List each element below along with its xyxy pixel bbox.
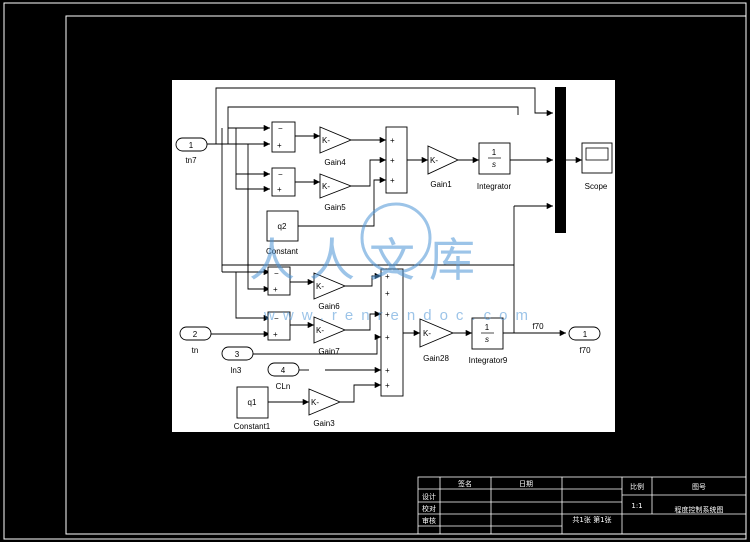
- inport-tn7: 1 tn7: [175, 137, 208, 165]
- svg-text:+: +: [385, 289, 390, 298]
- constant-block: q2 Constant: [266, 210, 299, 256]
- scope-label: Scope: [585, 182, 608, 191]
- svg-text:−: −: [278, 124, 283, 133]
- inport-cln-label: CLn: [276, 382, 291, 391]
- outport-f70: 1 f70: [568, 326, 601, 355]
- svg-text:签名: 签名: [458, 479, 472, 488]
- gain4-label: Gain4: [324, 158, 346, 167]
- svg-text:−: −: [274, 269, 279, 278]
- gain1-block: K- Gain1: [427, 145, 460, 189]
- svg-text:+: +: [385, 333, 390, 342]
- svg-text:日期: 日期: [519, 480, 533, 488]
- svg-text:设计: 设计: [422, 492, 436, 501]
- inport-tn-label: tn: [192, 346, 199, 355]
- gain1-label: Gain1: [430, 180, 452, 189]
- svg-text:q2: q2: [278, 222, 287, 231]
- svg-text:K-: K-: [322, 182, 330, 191]
- svg-text:+: +: [385, 381, 390, 390]
- svg-text:K-: K-: [316, 282, 324, 291]
- gain28-block: K- Gain28: [419, 318, 455, 363]
- gain7-label: Gain7: [318, 347, 340, 356]
- gain5-label: Gain5: [324, 203, 346, 212]
- sum-block-3: − +: [267, 266, 291, 296]
- inner-frame: [65, 15, 747, 535]
- inport-tn-number: 2: [193, 330, 198, 339]
- inport-cln: 4 CLn: [267, 362, 300, 391]
- sum-block-1: − +: [271, 121, 296, 153]
- svg-text:校对: 校对: [422, 504, 436, 513]
- svg-text:+: +: [385, 272, 390, 281]
- constant-label: Constant: [266, 247, 299, 256]
- svg-text:q1: q1: [248, 398, 257, 407]
- svg-text:s: s: [492, 160, 496, 169]
- title-block-text: 签名 日期 比例 图号 设计 校对 审核 1:1 共1张 第1张 程度控制系统图: [422, 479, 724, 525]
- gain6-block: K- Gain6: [313, 272, 347, 311]
- gain6-label: Gain6: [318, 302, 340, 311]
- inport-ln3-number: 3: [235, 350, 240, 359]
- inport-tn7-label: tn7: [185, 156, 197, 165]
- svg-text:K-: K-: [322, 136, 330, 145]
- svg-text:−: −: [274, 314, 279, 323]
- svg-text:+: +: [273, 330, 278, 339]
- svg-text:K-: K-: [430, 156, 438, 165]
- svg-text:s: s: [485, 335, 489, 344]
- svg-text:+: +: [277, 141, 282, 150]
- sum-block-4: − +: [267, 311, 291, 341]
- signal-label-f70: f70: [532, 322, 544, 331]
- gain5-block: K- Gain5: [319, 173, 353, 212]
- gain28-label: Gain28: [423, 354, 449, 363]
- inport-cln-number: 4: [281, 366, 286, 375]
- simulink-diagram: 1 tn7 2 tn 3 ln3 4 CLn 1 f70 f70 −: [172, 80, 615, 432]
- gain4-block: K- Gain4: [319, 126, 353, 167]
- sum-block-5: + + +: [385, 126, 408, 194]
- svg-text:K-: K-: [423, 329, 431, 338]
- svg-text:+: +: [277, 185, 282, 194]
- svg-text:1: 1: [492, 148, 497, 157]
- svg-text:+: +: [385, 366, 390, 375]
- sum-block-6: + + + + + +: [380, 268, 404, 397]
- svg-text:共1张 第1张: 共1张 第1张: [572, 515, 611, 524]
- watermark-url: www.renrendoc.com: [263, 307, 536, 324]
- svg-text:+: +: [390, 156, 395, 165]
- svg-text:1: 1: [485, 323, 490, 332]
- svg-text:比例: 比例: [630, 482, 644, 491]
- inport-ln3-label: ln3: [231, 366, 242, 375]
- outport-f70-label: f70: [579, 346, 591, 355]
- gain7-block: K- Gain7: [313, 316, 347, 356]
- gain3-label: Gain3: [313, 419, 335, 428]
- svg-text:1:1: 1:1: [631, 502, 642, 510]
- sum-block-2: − +: [271, 167, 296, 197]
- svg-text:图号: 图号: [692, 483, 706, 491]
- gain3-block: K- Gain3: [308, 388, 342, 428]
- signal-lines: [207, 87, 582, 406]
- svg-text:+: +: [390, 136, 395, 145]
- constant1-block: q1 Constant1: [234, 386, 271, 431]
- svg-text:程度控制系统图: 程度控制系统图: [675, 505, 724, 514]
- constant1-label: Constant1: [234, 422, 271, 431]
- integrator-label: Integrator: [477, 182, 512, 191]
- integrator-block: 1 s Integrator: [477, 142, 512, 191]
- svg-text:+: +: [273, 285, 278, 294]
- inport-tn: 2 tn: [179, 326, 212, 355]
- watermark-text: 人人文库: [249, 234, 489, 286]
- svg-text:审核: 审核: [422, 516, 436, 525]
- watermark: 人人文库 www.renrendoc.com: [249, 202, 536, 324]
- mux-bus-bar: [555, 87, 566, 233]
- watermark-logo-ring: [360, 202, 432, 274]
- svg-text:+: +: [385, 310, 390, 319]
- title-block: [417, 476, 747, 535]
- svg-text:−: −: [278, 170, 283, 179]
- inport-tn7-number: 1: [189, 141, 194, 150]
- svg-text:K-: K-: [311, 398, 319, 407]
- svg-text:K-: K-: [316, 326, 324, 335]
- inport-ln3: 3 ln3: [221, 346, 254, 375]
- integrator9-block: 1 s Integrator9: [469, 317, 508, 365]
- outport-f70-number: 1: [583, 330, 588, 339]
- integrator9-label: Integrator9: [469, 356, 508, 365]
- svg-text:+: +: [390, 176, 395, 185]
- scope-block: Scope: [581, 142, 613, 191]
